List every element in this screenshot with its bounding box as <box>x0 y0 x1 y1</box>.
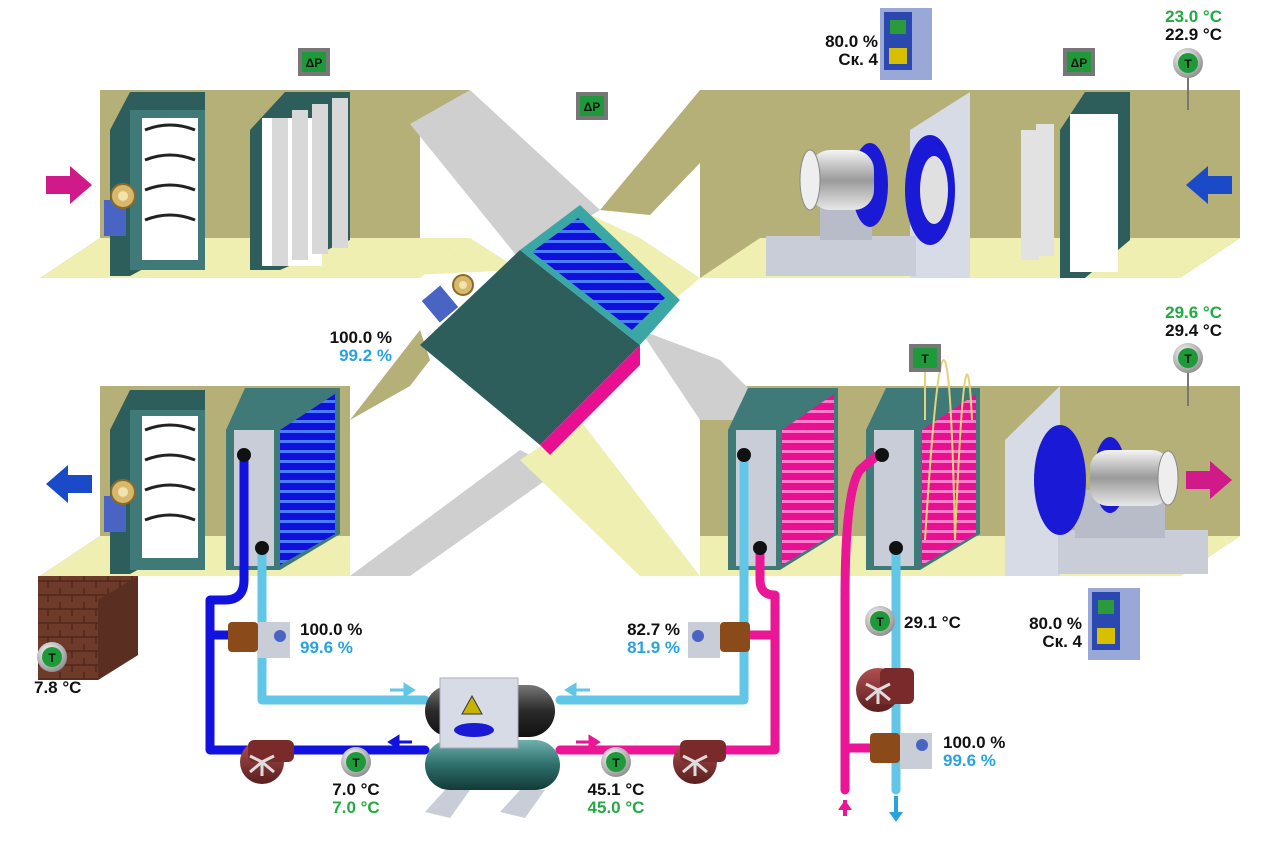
recovery-damper-feedback: 99.2 % <box>339 346 392 365</box>
pipe-ports <box>237 448 903 555</box>
heating-water-temp: 29.1 °C <box>904 613 961 632</box>
extract-filter <box>250 92 350 270</box>
outdoor-temp: 7.8 °C <box>34 678 82 697</box>
recovery-coil <box>728 388 838 570</box>
fan-bottom-speed: Ск. 4 <box>1042 632 1082 651</box>
heating-valve-command: 100.0 % <box>943 733 1006 752</box>
delta-p-icon[interactable]: ΔP <box>298 48 330 76</box>
delta-p-label: ΔP <box>306 56 323 70</box>
intake-damper[interactable] <box>104 390 205 574</box>
flow-arrow-icons <box>387 682 903 822</box>
heat-pump-unit[interactable] <box>425 677 560 818</box>
delta-p-icon[interactable]: ΔP <box>576 92 608 120</box>
extract-filter-2 <box>1021 92 1130 278</box>
svg-text:T: T <box>48 651 56 665</box>
supply-temp-actual: 29.4 °C <box>1165 321 1222 340</box>
recovery-damper-actuator[interactable] <box>421 274 474 323</box>
cooling-valve-command: 100.0 % <box>300 620 363 639</box>
extract-temp-setpoint: 23.0 °C <box>1165 7 1222 26</box>
heating-valve[interactable] <box>870 733 932 769</box>
temperature-sensor-icon[interactable]: T <box>865 606 895 636</box>
fan-top-drive-output: 80.0 % <box>825 32 878 51</box>
temperature-sensor-icon[interactable]: T <box>601 747 631 777</box>
temperature-sensor-icon[interactable]: T <box>1173 343 1203 406</box>
cooling-valve-feedback: 99.6 % <box>300 638 353 657</box>
frequency-drive-icon[interactable] <box>1088 588 1140 660</box>
recovery-damper-command: 100.0 % <box>329 328 392 347</box>
cooling-pump[interactable] <box>240 740 294 784</box>
hot-valve-feedback: 81.9 % <box>627 638 680 657</box>
delta-p-label: ΔP <box>584 100 601 114</box>
hot-pump[interactable] <box>673 740 726 784</box>
heating-valve-feedback: 99.6 % <box>943 751 996 770</box>
crossflow-heat-exchanger <box>345 90 780 576</box>
evaporator-temp-actual: 7.0 °C <box>332 780 380 799</box>
cooling-coil <box>226 388 340 570</box>
evaporator-temp-setpoint: 7.0 °C <box>332 798 380 817</box>
supply-arrow-icon <box>1186 461 1232 499</box>
exhaust-damper[interactable] <box>104 92 205 276</box>
delta-p-label: ΔP <box>1071 56 1088 70</box>
hot-valve-command: 82.7 % <box>627 620 680 639</box>
extract-temp-actual: 22.9 °C <box>1165 25 1222 44</box>
heating-coil <box>866 359 980 570</box>
condenser-temp-actual: 45.1 °C <box>587 780 645 799</box>
exhaust-arrow-icon <box>1186 166 1232 204</box>
cooling-valve[interactable] <box>228 622 290 658</box>
svg-text:T: T <box>1184 57 1192 71</box>
frequency-drive-icon[interactable] <box>880 8 932 80</box>
temperature-sensor-icon[interactable]: T <box>37 642 67 672</box>
svg-text:T: T <box>612 756 620 770</box>
fan-bottom-drive-output: 80.0 % <box>1029 614 1082 633</box>
outdoor-exhaust-arrow-icon <box>46 465 92 503</box>
hot-valve[interactable] <box>688 622 750 658</box>
extract-fan[interactable] <box>766 92 970 278</box>
intake-arrow-icon <box>46 166 92 204</box>
supply-temp-setpoint: 29.6 °C <box>1165 303 1222 322</box>
temperature-sensor-icon[interactable]: T <box>1173 48 1203 110</box>
supply-fan[interactable] <box>1005 386 1208 576</box>
temperature-sensor-icon[interactable]: T <box>341 747 371 777</box>
heating-pump[interactable] <box>856 668 914 712</box>
svg-text:T: T <box>876 615 884 629</box>
svg-text:T: T <box>352 756 360 770</box>
condenser-temp-setpoint: 45.0 °C <box>587 798 645 817</box>
svg-text:T: T <box>1184 352 1192 366</box>
svg-text:T: T <box>921 352 929 366</box>
temperature-sensor-icon[interactable]: T <box>909 344 941 420</box>
delta-p-icon[interactable]: ΔP <box>1063 48 1095 76</box>
fan-top-speed: Ск. 4 <box>838 50 878 69</box>
